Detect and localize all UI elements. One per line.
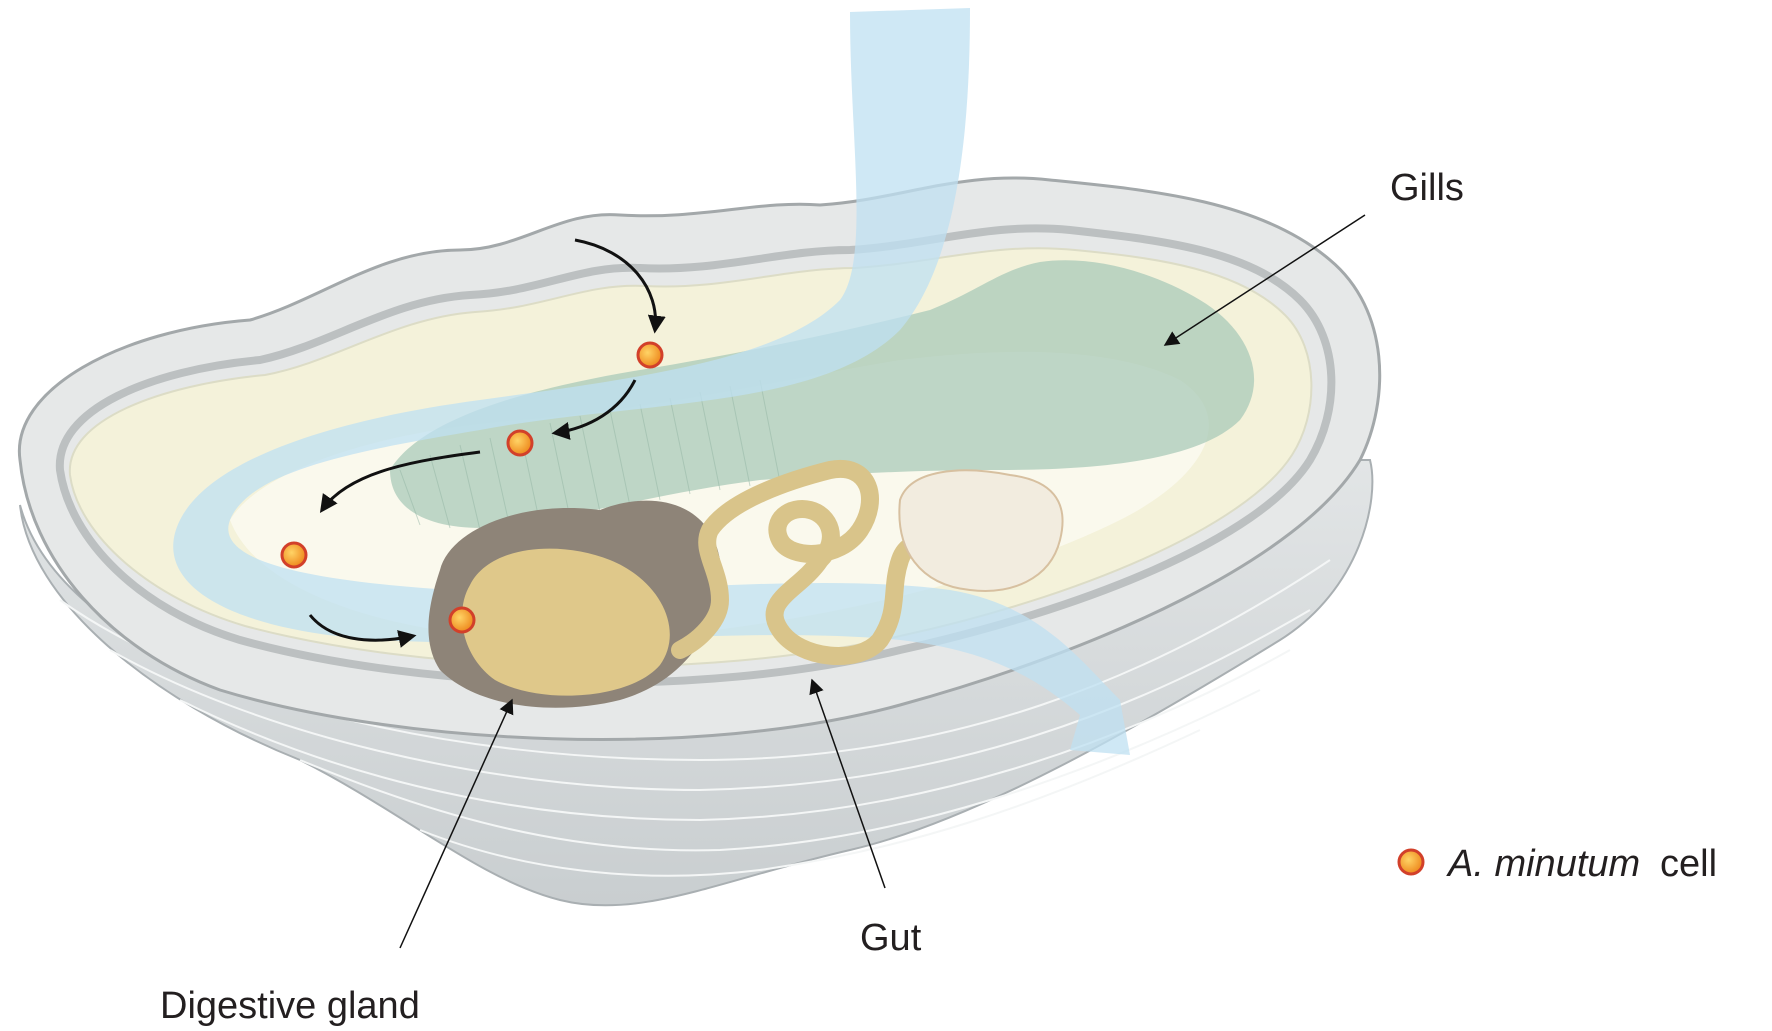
cell-3: [282, 543, 306, 567]
orange-dot-icon: [1399, 850, 1423, 874]
legend: A. minutum cell: [1399, 843, 1717, 885]
legend-cell: cell: [1660, 843, 1717, 885]
legend-species: A. minutum: [1446, 843, 1640, 885]
cell-1: [638, 343, 662, 367]
gills-label: Gills: [1390, 167, 1464, 209]
cell-2: [508, 431, 532, 455]
adductor-muscle: [899, 470, 1062, 591]
cell-4: [450, 608, 474, 632]
gut-label: Gut: [860, 917, 922, 959]
digestive-gland-label: Digestive gland: [160, 985, 420, 1027]
